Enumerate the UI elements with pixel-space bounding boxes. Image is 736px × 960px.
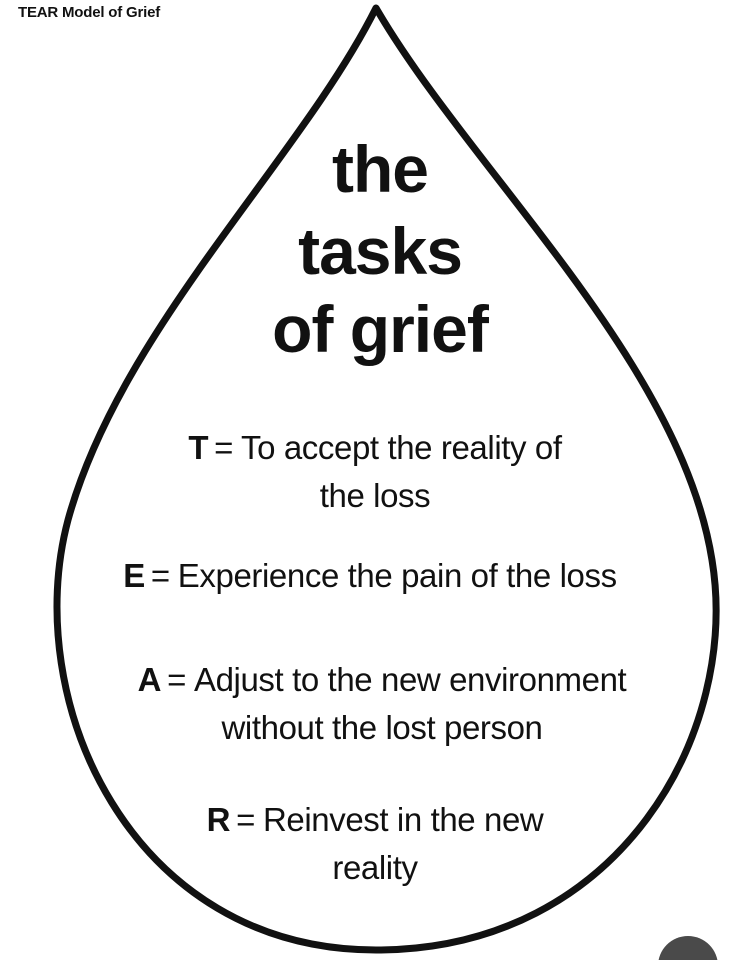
task-text: Experience the pain of the loss xyxy=(177,557,617,594)
task-item-t-line-2: the loss xyxy=(319,477,431,514)
task-letter: R xyxy=(206,801,231,838)
task-text: To accept the reality of xyxy=(241,429,562,466)
task-item-e-line-1: E=Experience the pain of the loss xyxy=(60,552,680,600)
caption: TEAR Model of Grief xyxy=(18,4,161,21)
task-item-t-line-1: T=To accept the reality of xyxy=(130,424,620,472)
task-letter: T xyxy=(188,429,209,466)
equals-sign: = xyxy=(150,557,170,594)
task-letter: A xyxy=(137,661,162,698)
equals-sign: = xyxy=(167,661,186,698)
task-item-e: E=Experience the pain of the loss xyxy=(60,552,680,600)
task-item-r-line-2: reality xyxy=(332,849,418,886)
task-item-r: R=Reinvest in the new reality xyxy=(140,796,610,892)
task-text: Reinvest in the new xyxy=(262,801,544,838)
task-item-r-line-1: R=Reinvest in the new xyxy=(140,796,610,844)
task-item-a: A=Adjust to the new environment without … xyxy=(62,656,702,752)
headline-line-2: tasks xyxy=(298,214,463,288)
headline-line-1: the xyxy=(332,132,429,206)
task-item-a-line-2: without the lost person xyxy=(221,709,543,746)
task-letter: E xyxy=(123,557,145,594)
equals-sign: = xyxy=(214,429,234,466)
task-item-t: T=To accept the reality of the loss xyxy=(130,424,620,520)
headline-line-3: of grief xyxy=(272,292,489,366)
equals-sign: = xyxy=(236,801,255,838)
task-item-a-line-1: A=Adjust to the new environment xyxy=(62,656,702,704)
task-text: Adjust to the new environment xyxy=(193,661,627,698)
